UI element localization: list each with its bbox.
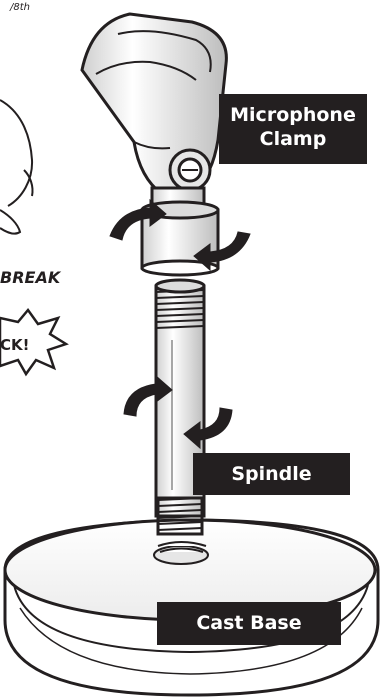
microphone-clamp-label: Microphone Clamp — [219, 94, 367, 164]
curved-rotation-arrow-icon — [123, 374, 233, 450]
clamp-label-line1: Microphone — [230, 104, 356, 126]
spindle-label: Spindle — [193, 453, 350, 495]
break-caption: BREAK — [0, 268, 61, 287]
fraction-note: /8th — [10, 2, 30, 13]
cast-base-label: Cast Base — [157, 602, 341, 645]
hand-partial — [0, 99, 34, 235]
curved-rotation-arrow-icon — [109, 198, 251, 272]
microphone-clamp — [80, 12, 228, 277]
cast-base-label-text: Cast Base — [196, 612, 302, 634]
burst-caption: CK! — [0, 336, 30, 354]
base-socket — [153, 541, 209, 565]
clamp-label-line2: Clamp — [259, 128, 327, 150]
starburst-icon — [0, 307, 69, 377]
spindle-tube — [154, 278, 206, 536]
spindle-label-text: Spindle — [231, 463, 312, 485]
